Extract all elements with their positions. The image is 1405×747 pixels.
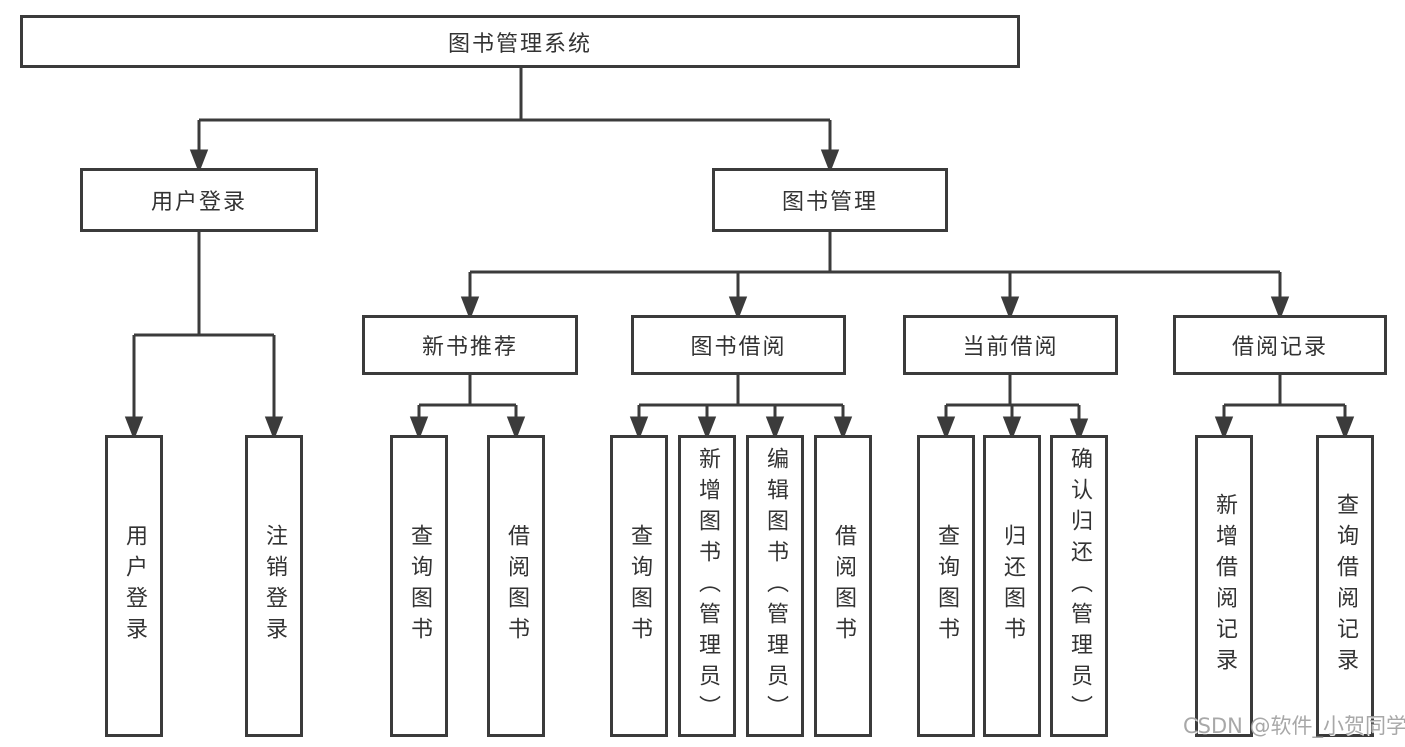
leaf-logout: 注销登录 xyxy=(245,435,303,737)
connector-root-to-level2 xyxy=(189,68,840,174)
leaf-borrow-books: 借阅图书 xyxy=(814,435,872,737)
connector-bookborrow-to-leaves xyxy=(629,375,853,441)
node-label: 图书管理 xyxy=(781,190,878,215)
leaf-query-books-borrow: 查询图书 xyxy=(610,435,668,737)
connector-userlogin-to-leaves xyxy=(124,232,284,441)
node-label: 图书管理系统 xyxy=(447,31,592,57)
node-borrow-record: 借阅记录 xyxy=(1173,315,1387,375)
node-user-login: 用户登录 xyxy=(80,168,318,232)
connector-borrowrecord-to-leaves xyxy=(1214,375,1355,441)
node-label: 新增图书（管理员） xyxy=(695,446,720,726)
node-label: 查询图书 xyxy=(934,524,959,648)
leaf-query-borrow-record: 查询借阅记录 xyxy=(1316,435,1374,737)
node-label: 确认归还（管理员） xyxy=(1067,446,1092,726)
leaf-edit-books-admin: 编辑图书（管理员） xyxy=(746,435,804,737)
node-label: 查询图书 xyxy=(407,524,432,648)
node-label: 注销登录 xyxy=(262,524,287,648)
connector-currentborrow-to-leaves xyxy=(936,375,1089,443)
leaf-query-books-current: 查询图书 xyxy=(917,435,975,737)
node-label: 图书借阅 xyxy=(690,335,787,360)
leaf-query-books-recommend: 查询图书 xyxy=(390,435,448,737)
node-label: 新书推荐 xyxy=(421,335,518,360)
node-new-book-recommend: 新书推荐 xyxy=(362,315,578,375)
node-root-system: 图书管理系统 xyxy=(20,15,1020,68)
node-label: 新增借阅记录 xyxy=(1212,493,1237,679)
node-label: 归还图书 xyxy=(1000,524,1025,648)
node-label: 查询图书 xyxy=(627,524,652,648)
leaf-add-books-admin: 新增图书（管理员） xyxy=(678,435,736,737)
leaf-user-login-action: 用户登录 xyxy=(105,435,163,737)
node-label: 用户登录 xyxy=(122,524,147,648)
csdn-watermark: CSDN @软件_小贺同学 xyxy=(1183,714,1405,738)
node-label: 当前借阅 xyxy=(962,335,1059,360)
node-label: 查询借阅记录 xyxy=(1333,493,1358,679)
node-label: 借阅图书 xyxy=(504,524,529,648)
leaf-borrow-books-recommend: 借阅图书 xyxy=(487,435,545,737)
node-book-management: 图书管理 xyxy=(712,168,948,232)
node-label: 编辑图书（管理员） xyxy=(763,446,788,726)
connector-bookmgmt-to-level3 xyxy=(460,232,1290,321)
leaf-confirm-return-admin: 确认归还（管理员） xyxy=(1050,435,1108,737)
node-label: 借阅图书 xyxy=(831,524,856,648)
connector-newbook-to-leaves xyxy=(409,375,526,441)
node-book-borrow: 图书借阅 xyxy=(631,315,846,375)
node-current-borrow: 当前借阅 xyxy=(903,315,1118,375)
node-label: 用户登录 xyxy=(150,190,247,215)
leaf-return-books: 归还图书 xyxy=(983,435,1041,737)
node-label: 借阅记录 xyxy=(1231,335,1328,360)
leaf-add-borrow-record: 新增借阅记录 xyxy=(1195,435,1253,737)
